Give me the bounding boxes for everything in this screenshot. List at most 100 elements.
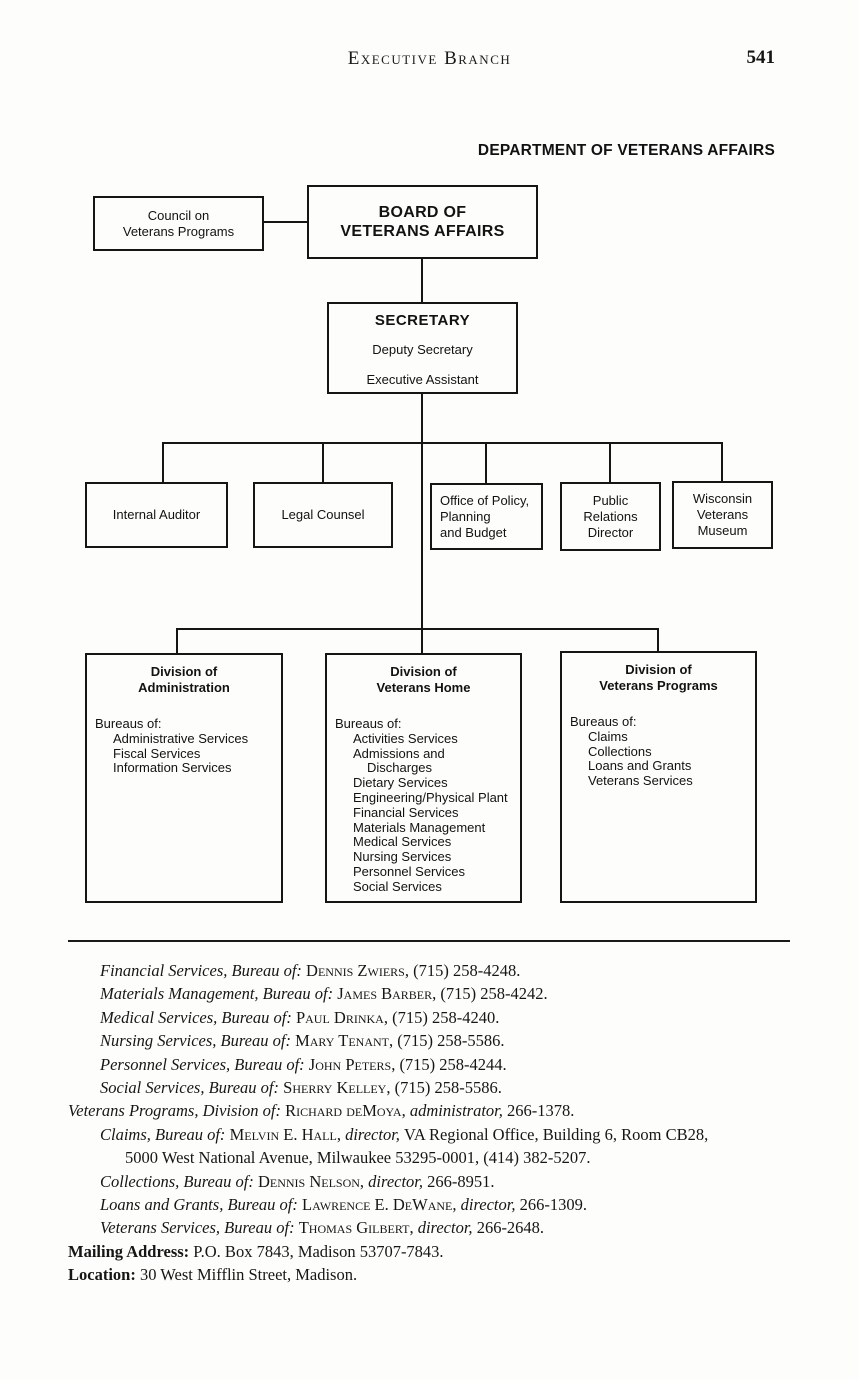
policy-line: Office of Policy,: [440, 492, 530, 508]
connector-staff-horizontal: [163, 442, 723, 444]
entry-detail: (715) 258-4244.: [399, 1054, 507, 1074]
board-line: VETERANS AFFAIRS: [340, 223, 505, 240]
connector-drop-internal-auditor: [162, 442, 164, 482]
directory-entry: Personnel Services, Bureau of: John Pete…: [100, 1053, 792, 1076]
entry-name: Thomas Gilbert: [298, 1218, 410, 1238]
entry-role: director,: [460, 1195, 520, 1215]
entry-detail: (715) 258-4240.: [392, 1007, 500, 1027]
connector-drop-division-administration: [176, 628, 178, 653]
board-line: BOARD OF: [378, 204, 467, 221]
entry-detail-continuation: 5000 West National Avenue, Milwaukee 532…: [125, 1148, 591, 1168]
bureau-item: Engineering/Physical Plant: [353, 789, 508, 805]
division-box-veterans-programs: Division of Veterans Programs Bureaus of…: [560, 651, 757, 903]
bureau-item: Administrative Services: [113, 730, 249, 746]
mailing-address-value: P.O. Box 7843, Madison 53707-7843.: [189, 1241, 444, 1261]
bureau-item: Medical Services: [353, 834, 452, 850]
public-relations-line: Relations: [583, 508, 638, 524]
entry-name: Paul Drinka: [295, 1007, 384, 1027]
legal-counsel-label: Legal Counsel: [281, 507, 365, 522]
veterans-museum-line: Veterans: [696, 507, 749, 522]
entry-separator: ,: [409, 1218, 418, 1238]
entry-separator: ,: [386, 1078, 395, 1098]
org-chart: Council on Veterans Programs BOARD OF VE…: [85, 185, 773, 903]
entry-separator: ,: [389, 1031, 398, 1051]
bureau-item: Fiscal Services: [113, 745, 201, 761]
public-relations-line: Director: [587, 524, 634, 540]
directory-entry: Loans and Grants, Bureau of: Lawrence E.…: [100, 1193, 792, 1216]
department-title: DEPARTMENT OF VETERANS AFFAIRS: [477, 142, 775, 159]
connector-council-board: [264, 221, 307, 223]
entry-name: Dennis Nelson: [257, 1171, 360, 1191]
location-entry: Location: 30 West Mifflin Street, Madiso…: [68, 1263, 792, 1286]
entry-name: James Barber: [337, 984, 433, 1004]
directory-entry: Social Services, Bureau of: Sherry Kelle…: [100, 1076, 792, 1099]
bureau-item: Veterans Services: [588, 773, 693, 789]
entry-separator: ,: [336, 1124, 346, 1144]
entry-name: Sherry Kelley: [283, 1078, 387, 1098]
entry-detail: 266-2648.: [476, 1218, 545, 1238]
directory-entry: Medical Services, Bureau of: Paul Drinka…: [100, 1006, 792, 1029]
bureau-item: Financial Services: [353, 804, 459, 820]
entry-title: Claims, Bureau of:: [100, 1124, 230, 1144]
bureau-item: Nursing Services: [353, 849, 452, 865]
policy-line: and Budget: [440, 524, 507, 540]
entry-name: Melvin E. Hall: [229, 1124, 337, 1144]
entry-title: Medical Services, Bureau of:: [100, 1007, 296, 1027]
entry-name: Richard deMoya: [285, 1101, 402, 1121]
connector-drop-museum: [721, 442, 723, 481]
division-title-line: Division of: [150, 664, 218, 679]
connector-drop-division-programs: [657, 628, 659, 651]
entry-title: Personnel Services, Bureau of:: [100, 1054, 309, 1074]
veterans-museum-box: Wisconsin Veterans Museum: [672, 481, 773, 549]
entry-title: Financial Services, Bureau of:: [100, 961, 307, 980]
bureau-item: Dietary Services: [353, 775, 448, 791]
directory-entry: Collections, Bureau of: Dennis Nelson, d…: [100, 1170, 792, 1193]
veterans-museum-line: Museum: [697, 523, 748, 538]
public-relations-box: Public Relations Director: [560, 482, 661, 551]
connector-drop-public-relations: [609, 442, 611, 482]
entry-detail: 266-1378.: [507, 1101, 575, 1121]
entry-title: Veterans Services, Bureau of:: [100, 1218, 299, 1238]
entry-title: Materials Management, Bureau of:: [100, 984, 338, 1004]
entry-detail: (715) 258-4248.: [413, 961, 521, 980]
location-value: 30 West Mifflin Street, Madison.: [135, 1265, 358, 1285]
bureau-item: Collections: [588, 743, 652, 759]
bureau-item: Information Services: [113, 760, 232, 776]
entry-separator: ,: [359, 1171, 369, 1191]
bureau-item: Social Services: [353, 878, 442, 894]
internal-auditor-box: Internal Auditor: [85, 482, 228, 548]
directory-entry: Claims, Bureau of: Melvin E. Hall, direc…: [100, 1123, 792, 1170]
entry-name: Dennis Zwiers: [306, 961, 405, 980]
entry-detail: 266-8951.: [427, 1171, 495, 1191]
entry-title: Collections, Bureau of:: [100, 1171, 258, 1191]
directory-text: Financial Services, Bureau of: Dennis Zw…: [68, 959, 792, 1287]
secretary-title: SECRETARY: [374, 312, 471, 329]
entry-separator: ,: [452, 1195, 461, 1215]
secretary-box: SECRETARY Deputy Secretary Executive Ass…: [327, 302, 518, 394]
council-line: Council on: [147, 207, 210, 223]
policy-planning-budget-box: Office of Policy, Planning and Budget: [430, 483, 543, 550]
directory-entry: Veterans Services, Bureau of: Thomas Gil…: [100, 1216, 792, 1239]
connector-board-secretary: [421, 259, 423, 302]
connector-division-horizontal: [177, 628, 659, 630]
entry-detail: (715) 258-5586.: [394, 1078, 502, 1098]
entry-role: director,: [417, 1218, 477, 1238]
entry-separator: ,: [383, 1007, 393, 1027]
entry-title: Social Services, Bureau of:: [100, 1078, 284, 1098]
council-line: Veterans Programs: [122, 223, 235, 239]
connector-secretary-down: [421, 394, 423, 443]
division-title-line: Veterans Home: [376, 679, 471, 695]
page-number: 541: [746, 47, 776, 68]
internal-auditor-label: Internal Auditor: [112, 507, 201, 522]
running-head-title: Executive Branch: [347, 48, 512, 69]
directory-entry: Veterans Programs, Division of: Richard …: [68, 1099, 792, 1122]
division-title-line: Administration: [138, 679, 230, 695]
division-box-administration: Division of Administration Bureaus of: A…: [85, 653, 283, 903]
division-title-line: Veterans Programs: [599, 677, 718, 693]
veterans-museum-line: Wisconsin: [692, 491, 753, 506]
bureau-item: Loans and Grants: [588, 758, 692, 774]
location-label: Location:: [68, 1265, 136, 1285]
entry-title: Loans and Grants, Bureau of:: [100, 1195, 302, 1215]
section-divider: [68, 940, 790, 942]
